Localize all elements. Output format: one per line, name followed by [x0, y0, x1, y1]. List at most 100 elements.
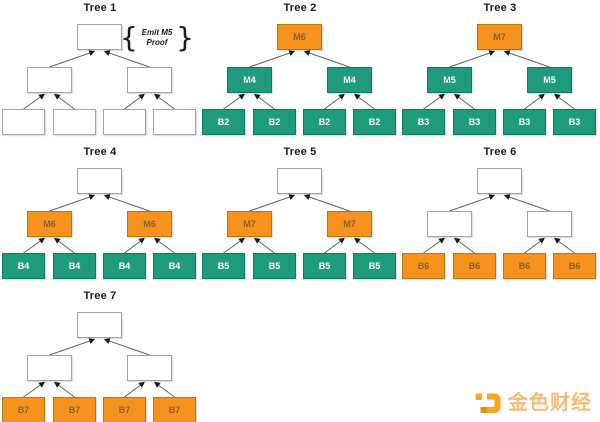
tree-6-leaf-node-3: B6 [503, 253, 546, 279]
edge-line [103, 194, 150, 212]
tree-1-root-node [77, 24, 122, 50]
tree-5-leaf-node-3: B5 [303, 253, 346, 279]
logo-dot [475, 393, 482, 400]
edge-line [449, 50, 496, 68]
tree-2-leaf-node-2: B2 [253, 109, 296, 135]
edge-line [154, 237, 175, 254]
tree-1-leaf-node-3 [103, 109, 146, 135]
tree-7-title: Tree 7 [83, 290, 117, 302]
tree-1-leaf-node-2 [53, 109, 96, 135]
tree-6-leaf-node-2: B6 [453, 253, 496, 279]
tree-4-title: Tree 4 [83, 146, 117, 158]
tree-6-mid-node-2 [527, 211, 572, 237]
edge-line [103, 338, 150, 356]
right-brace: } [176, 21, 194, 54]
edge-line [154, 93, 175, 110]
logo-j-shape [484, 393, 501, 413]
edge-line [54, 93, 75, 110]
tree-7-leaf-node-3: B7 [103, 397, 146, 422]
tree-2-mid-node-2: M4 [327, 67, 372, 93]
tree-1-title: Tree 1 [83, 2, 117, 14]
tree-2-leaf-node-1: B2 [202, 109, 245, 135]
tree-7: Tree 7 B7 B7 B7 B7 [0, 288, 200, 422]
edge-line [223, 93, 245, 110]
tree-6-mid-node-1 [427, 211, 472, 237]
tree-4-mid-node-1: M6 [27, 211, 72, 237]
tree-5-root-node [277, 168, 322, 194]
tree-4-leaf-node-1: B4 [2, 253, 45, 279]
edge-line [23, 93, 45, 110]
watermark-text: 金色财经 [508, 392, 592, 414]
tree-5-mid-node-1: M7 [227, 211, 272, 237]
tree-5-leaf-node-2: B5 [253, 253, 296, 279]
edge-line [54, 237, 75, 254]
tree-3-mid-node-2: M5 [527, 67, 572, 93]
tree-3-leaf-node-4: B3 [553, 109, 596, 135]
edge-line [249, 194, 296, 212]
tree-1-leaf-node-4 [153, 109, 196, 135]
tree-3-title: Tree 3 [483, 2, 517, 14]
tree-6-leaf-node-4: B6 [553, 253, 596, 279]
tree-4-leaf-node-4: B4 [153, 253, 196, 279]
edge-line [254, 237, 275, 254]
edge-line [554, 93, 575, 110]
edge-line [503, 194, 550, 212]
tree-7-leaf-node-2: B7 [53, 397, 96, 422]
tree-5-leaf-node-4: B5 [353, 253, 396, 279]
edge-line [423, 237, 445, 254]
tree-1-mid-node-1 [27, 67, 72, 93]
tree-5-leaf-node-1: B5 [202, 253, 245, 279]
logo-dark-tip [480, 407, 487, 413]
tree-6-leaf-node-1: B6 [402, 253, 445, 279]
edge-line [354, 93, 375, 110]
tree-2-mid-node-1: M4 [227, 67, 272, 93]
edge-line [324, 93, 345, 110]
tree-2-leaf-node-4: B2 [353, 109, 396, 135]
edge-line [503, 50, 550, 68]
tree-4-leaf-node-3: B4 [103, 253, 146, 279]
edge-line [423, 93, 445, 110]
tree-6-title: Tree 6 [483, 146, 517, 158]
tree-7-leaf-node-4: B7 [153, 397, 196, 422]
tree-2-leaf-node-3: B2 [303, 109, 346, 135]
edge-line [49, 194, 96, 212]
edge-line [124, 93, 145, 110]
tree-4-root-node [77, 168, 122, 194]
edge-line [23, 237, 45, 254]
edge-line [154, 381, 175, 398]
watermark-jinse-finance: 金色财经 [475, 390, 592, 416]
tree-1-leaf-node-1 [2, 109, 45, 135]
edge-line [303, 50, 350, 68]
edge-line [49, 50, 96, 68]
tree-2-title: Tree 2 [283, 2, 317, 14]
tree-6: Tree 6 B6 B6 B6 B6 [400, 144, 600, 289]
edge-line [249, 50, 296, 68]
tree-7-leaf-node-1: B7 [2, 397, 45, 422]
edge-line [54, 381, 75, 398]
edge-line [554, 237, 575, 254]
annotation-line-1: Emit M5 [141, 28, 173, 37]
tree-6-root-node [477, 168, 522, 194]
tree-4-leaf-node-2: B4 [53, 253, 96, 279]
edge-line [454, 93, 475, 110]
tree-3-leaf-node-2: B3 [453, 109, 496, 135]
jinse-logo-icon [475, 393, 501, 413]
tree-7-root-node [77, 312, 122, 338]
edge-line [454, 237, 475, 254]
edge-line [524, 237, 545, 254]
edge-line [449, 194, 496, 212]
tree-3-root-node: M7 [477, 24, 522, 50]
tree-5-title: Tree 5 [283, 146, 317, 158]
tree-5-mid-node-2: M7 [327, 211, 372, 237]
edge-line [124, 381, 145, 398]
tree-7-mid-node-2 [127, 355, 172, 381]
edge-line [49, 338, 96, 356]
tree-7-mid-node-1 [27, 355, 72, 381]
